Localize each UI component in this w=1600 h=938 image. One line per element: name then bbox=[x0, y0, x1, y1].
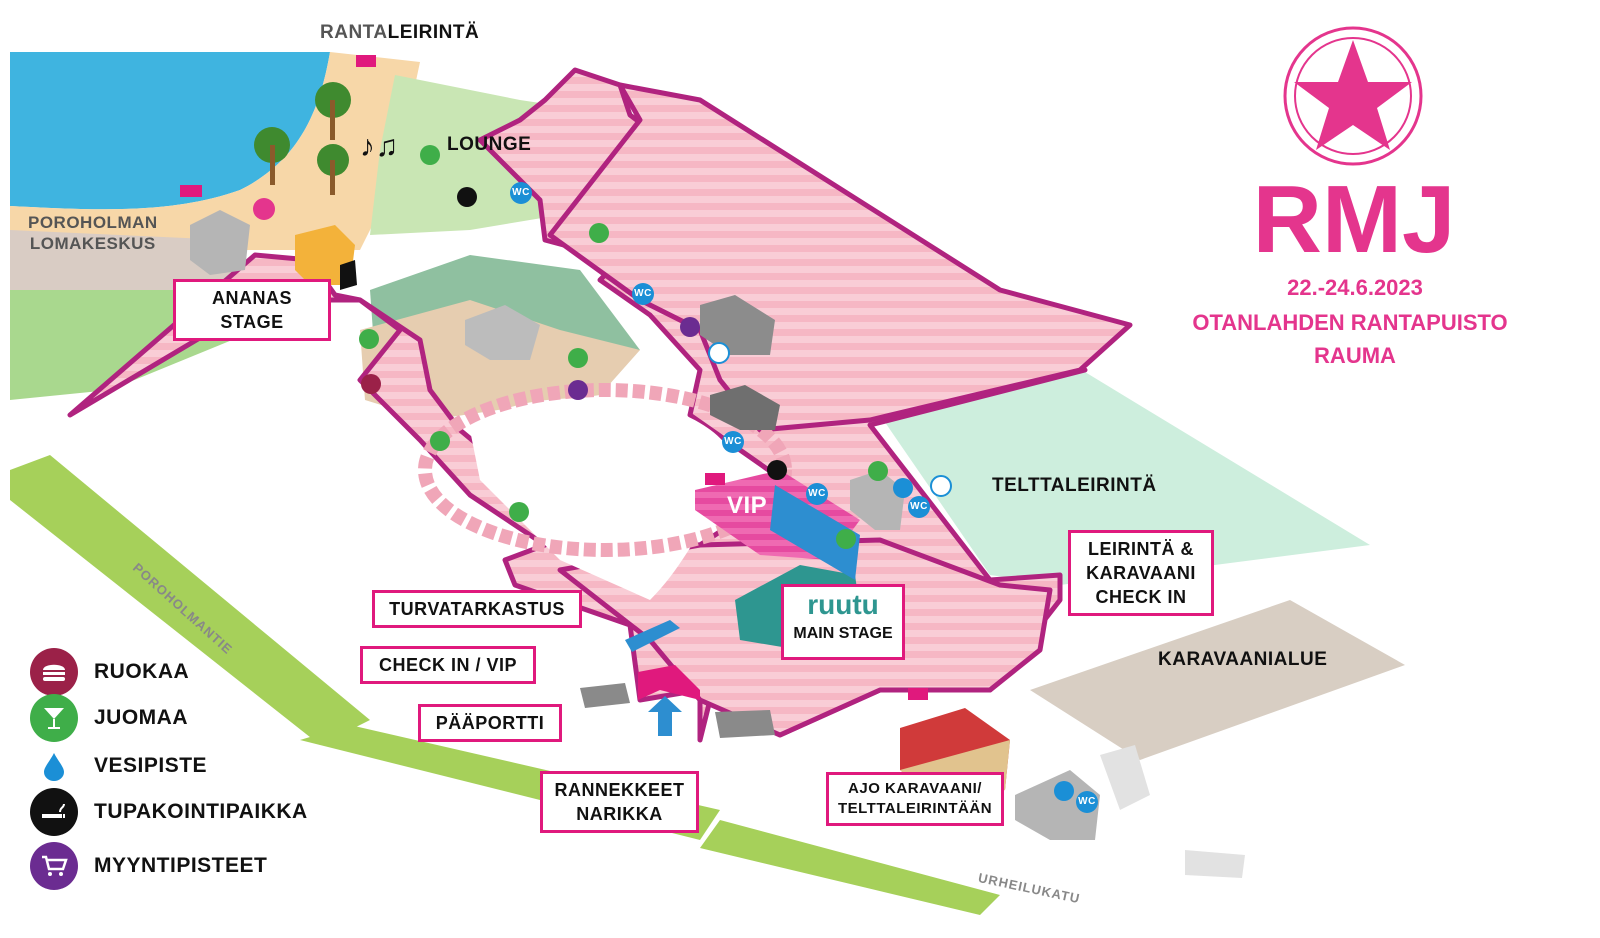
rannekkeet-callout: RANNEKKEET NARIKKA bbox=[540, 771, 699, 833]
burger-icon bbox=[30, 648, 78, 696]
rantaleirinta-suffix: LEIRINTÄ bbox=[387, 22, 480, 43]
turvatarkastus-callout: TURVATARKASTUS bbox=[372, 590, 582, 628]
burger-stand-icon bbox=[361, 374, 381, 394]
entrance-arrow bbox=[648, 696, 682, 736]
map-icon-shower bbox=[893, 478, 1074, 801]
paaportti-callout: PÄÄPORTTI bbox=[418, 704, 562, 742]
vip-label: VIP bbox=[727, 492, 768, 519]
karavaanialue-label: KARAVAANIALUE bbox=[1158, 649, 1328, 670]
lawn-strip-west bbox=[10, 455, 370, 745]
leirinta-checkin-callout: LEIRINTÄ & KARAVAANI CHECK IN bbox=[1068, 530, 1214, 616]
legend-label: RUOKAA bbox=[94, 660, 190, 683]
music-notes-icon: ♪♫ bbox=[360, 130, 399, 163]
caravan-area bbox=[1030, 600, 1405, 760]
water-drop-icon bbox=[30, 742, 78, 790]
main-stage-sign: ruutu MAIN STAGE bbox=[781, 584, 905, 660]
ajo-karavaani-callout: AJO KARAVAANI/ TELTTALEIRINTÄÄN bbox=[826, 772, 1004, 826]
legend-item-myyntipisteet: MYYNTIPISTEET bbox=[30, 842, 267, 890]
map-icon-firstaid bbox=[868, 461, 888, 481]
legend-label: JUOMAA bbox=[94, 706, 189, 729]
cart-icon bbox=[30, 842, 78, 890]
wc-icon: WC bbox=[1076, 791, 1098, 813]
tent-camping-area bbox=[880, 372, 1370, 585]
logo-ring bbox=[1283, 26, 1423, 166]
flags bbox=[180, 55, 928, 700]
telttaleirinta-label: TELTTALEIRINTÄ bbox=[992, 475, 1157, 496]
wc-icon: WC bbox=[806, 483, 828, 505]
ananas-stage-front bbox=[340, 260, 357, 290]
beach bbox=[10, 52, 420, 250]
legend-label: MYYNTIPISTEET bbox=[94, 854, 268, 877]
wc-icon: WC bbox=[510, 182, 532, 204]
palm-trees bbox=[254, 82, 351, 195]
cocktail-icon bbox=[30, 694, 78, 742]
smoking-icon bbox=[30, 788, 78, 836]
event-venue: OTANLAHDEN RANTAPUISTO bbox=[1192, 310, 1508, 335]
map-icon-smoking bbox=[457, 187, 787, 480]
logo-text: RMJ bbox=[1252, 166, 1456, 273]
main-stage-brand: ruutu bbox=[807, 589, 879, 620]
legend-label: TUPAKOINTIPAIKKA bbox=[94, 800, 308, 823]
logo-star bbox=[1294, 40, 1412, 150]
wc-icon: WC bbox=[908, 496, 930, 518]
rantaleirinta-label: RANTALEIRINTÄ bbox=[320, 22, 479, 44]
legend-item-ruokaa: RUOKAA bbox=[30, 648, 189, 696]
lounge-label: LOUNGE bbox=[447, 134, 532, 155]
logo-ring-inner bbox=[1294, 37, 1412, 155]
map-icon-cart bbox=[568, 317, 700, 400]
legend-item-juomaa: JUOMAA bbox=[30, 694, 188, 742]
legend-item-vesipiste: VESIPISTE bbox=[30, 742, 207, 790]
main-stage-label: MAIN STAGE bbox=[793, 625, 893, 642]
lawn-strip-southeast bbox=[700, 820, 1000, 915]
event-city: RAUMA bbox=[1314, 343, 1396, 368]
security-gate bbox=[625, 620, 680, 652]
ice-cream-icon bbox=[253, 198, 275, 220]
sea-water bbox=[10, 52, 330, 210]
rantaleirinta-prefix: RANTA bbox=[320, 22, 388, 43]
main-gate-arch bbox=[638, 665, 700, 700]
event-dates: 22.-24.6.2023 bbox=[1287, 275, 1423, 300]
checkin-vip-callout: CHECK IN / VIP bbox=[360, 646, 536, 684]
wc-icon: WC bbox=[722, 431, 744, 453]
wc-icon: WC bbox=[632, 283, 654, 305]
legend-item-tupakointipaikka: TUPAKOINTIPAIKKA bbox=[30, 788, 308, 836]
poroholman-label: POROHOLMAN LOMAKESKUS bbox=[28, 213, 158, 253]
festival-east-field bbox=[547, 82, 1133, 433]
map-icon-cocktail bbox=[359, 145, 856, 549]
map-icon-water bbox=[708, 342, 952, 497]
legend-label: VESIPISTE bbox=[94, 754, 208, 777]
ananas-stage-callout: ANANAS STAGE bbox=[173, 279, 331, 341]
main-stage-block bbox=[770, 485, 860, 580]
